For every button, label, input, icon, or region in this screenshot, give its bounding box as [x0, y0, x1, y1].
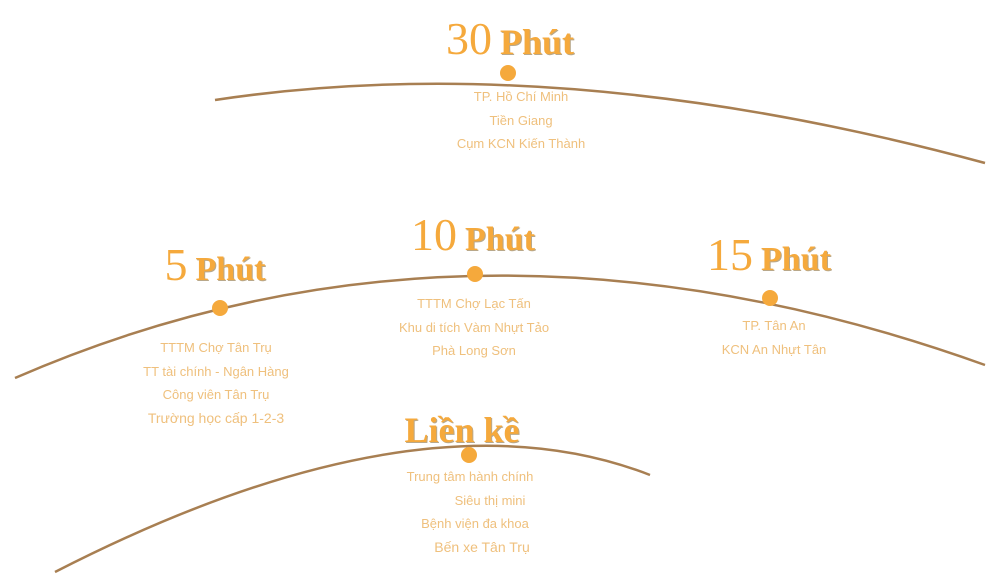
list-item: Bến xe Tân Trụ	[434, 538, 530, 555]
arc-adjacent	[54, 444, 651, 574]
list-item: KCN An Nhựt Tân	[721, 341, 827, 357]
heading-number: 10	[411, 209, 458, 260]
list-item: TT tài chính - Ngân Hàng	[143, 363, 289, 379]
heading-unit: Phút	[465, 221, 535, 258]
list-30-min: TP. Hồ Chí Minh Tiền Giang Cụm KCN Kiến …	[457, 85, 585, 156]
list-adjacent: Trung tâm hành chính Siêu thị mini Bệnh …	[407, 465, 534, 559]
list-10-min: TTTM Chợ Lạc Tấn Khu di tích Vàm Nhựt Tả…	[399, 292, 549, 363]
list-item: Tiền Giang	[489, 112, 553, 128]
heading-number: 5	[164, 239, 188, 290]
heading-unit: Phút	[761, 241, 831, 278]
list-item: Cụm KCN Kiến Thành	[456, 136, 586, 151]
list-item: Phà Long Sơn	[432, 343, 516, 358]
list-item: Khu di tích Vàm Nhựt Tảo	[398, 319, 550, 335]
arc-middle	[14, 274, 986, 380]
list-15-min: TP. Tân An KCN An Nhựt Tân	[722, 314, 827, 361]
list-item: Trung tâm hành chính	[406, 469, 534, 484]
list-item: Công viên Tân Trụ	[162, 387, 270, 402]
list-item: Bệnh viện đa khoa	[421, 516, 529, 531]
marker-adjacent	[461, 447, 477, 463]
marker-15-min	[762, 290, 778, 306]
list-item: Siêu thị mini	[454, 492, 526, 508]
list-item: TP. Tân An	[742, 318, 806, 333]
list-item: TTTM Chợ Tân Trụ	[160, 340, 272, 355]
heading-number: 15	[707, 229, 754, 280]
marker-10-min	[467, 266, 483, 282]
marker-5-min	[212, 300, 228, 316]
arc-30-min	[214, 82, 986, 165]
heading-unit: Liền kề	[404, 410, 520, 450]
heading-number: 30	[445, 13, 492, 64]
heading-adjacent: Liền kề	[404, 400, 519, 453]
list-item: TP. Hồ Chí Minh	[473, 89, 569, 104]
list-item: TTTM Chợ Lạc Tấn	[417, 296, 531, 311]
list-5-min: TTTM Chợ Tân Trụ TT tài chính - Ngân Hàn…	[143, 336, 289, 430]
marker-30-min	[500, 65, 516, 81]
heading-unit: Phút	[195, 251, 266, 288]
list-item: Trường học cấp 1-2-3	[147, 409, 285, 426]
heading-unit: Phút	[499, 22, 575, 62]
